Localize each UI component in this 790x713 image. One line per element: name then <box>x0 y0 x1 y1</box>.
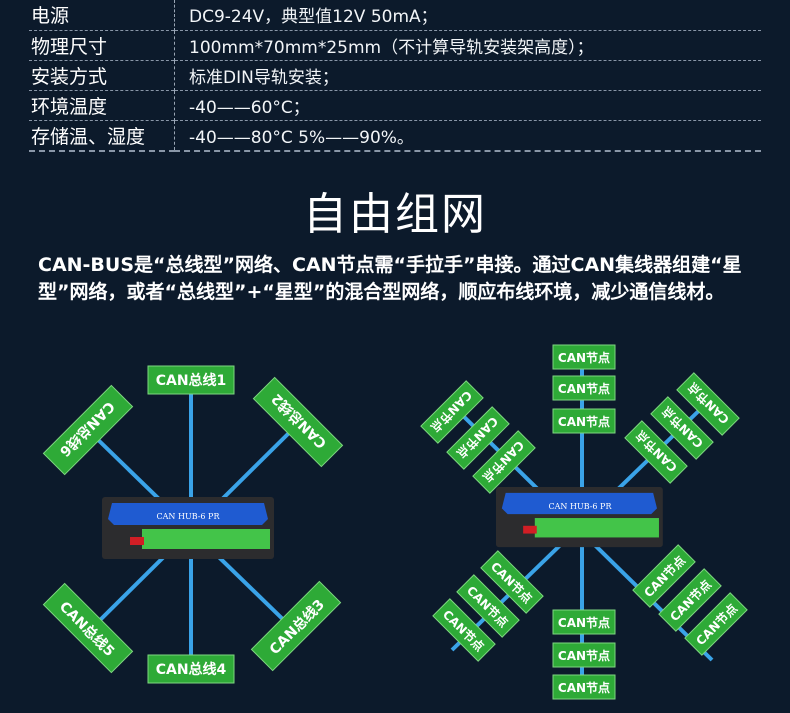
spec-row-size: 物理尺寸 100mm*70mm*25mm（不计算导轨安装架高度）； <box>29 30 761 60</box>
spec-label: 安装方式 <box>29 60 175 90</box>
node-label: CAN节点 <box>558 680 610 695</box>
spec-row-mounting: 安装方式 标准DIN导轨安装； <box>29 60 761 90</box>
spec-value: -40——80°C 5%——90%。 <box>189 127 414 148</box>
can-node: CAN节点 <box>446 406 510 470</box>
spec-value: DC9-24V，典型值12V 50mA； <box>189 7 438 28</box>
spec-row-power: 电源 DC9-24V，典型值12V 50mA； <box>29 0 761 30</box>
spec-value: 标准DIN导轨安装； <box>189 67 339 88</box>
can-bus-node-1: CAN总线1 <box>147 365 235 395</box>
spec-label: 电源 <box>29 0 175 30</box>
node-label: CAN总线4 <box>156 661 227 678</box>
can-node: CAN节点 <box>552 408 616 434</box>
mixed-topology-diagram: CAN HUB-6 PR CAN节点 CAN节点 CAN节点 CAN节点 CAN… <box>420 344 748 700</box>
spec-value: 100mm*70mm*25mm（不计算导轨安装架高度）； <box>189 37 594 58</box>
description-text: CAN-BUS是“总线型”网络、CAN节点需“手拉手”串接。通过CAN集线器组建… <box>38 254 742 303</box>
node-label: CAN总线1 <box>156 372 227 389</box>
node-label: CAN节点 <box>558 350 610 365</box>
can-bus-node-4: CAN总线4 <box>147 654 235 684</box>
spec-row-temperature: 环境温度 -40——60°C； <box>29 90 761 120</box>
section-title: 自由组网 <box>303 189 487 240</box>
can-hub-device: CAN HUB-6 PR <box>496 487 663 548</box>
node-label: CAN节点 <box>558 648 610 663</box>
node-label: CAN节点 <box>558 414 610 429</box>
star-topology-diagram: CAN HUB-6 PR CAN总线1 CAN总线4 CAN总线2 CAN总线6… <box>42 365 344 684</box>
spec-label: 存储温、湿度 <box>29 120 175 151</box>
spec-label: 环境温度 <box>29 90 175 120</box>
can-node: CAN节点 <box>552 642 616 668</box>
can-bus-node-3: CAN总线3 <box>250 580 342 672</box>
spec-value: -40——60°C； <box>189 97 310 118</box>
can-node: CAN节点 <box>552 674 616 700</box>
can-node: CAN节点 <box>552 609 616 635</box>
spec-row-storage: 存储温、湿度 -40——80°C 5%——90%。 <box>29 120 761 151</box>
can-hub-device: CAN HUB-6 PR <box>102 497 274 559</box>
node-label: CAN节点 <box>558 615 610 630</box>
node-label: CAN节点 <box>558 381 610 396</box>
spec-label: 物理尺寸 <box>29 30 175 60</box>
can-node: CAN节点 <box>552 344 616 370</box>
hub-label: CAN HUB-6 PR <box>157 512 221 521</box>
can-node: CAN节点 <box>552 375 616 401</box>
hub-label: CAN HUB-6 PR <box>549 502 613 511</box>
spec-table: 电源 DC9-24V，典型值12V 50mA； 物理尺寸 100mm*70mm*… <box>29 0 761 152</box>
can-bus-node-5: CAN总线5 <box>42 582 134 674</box>
